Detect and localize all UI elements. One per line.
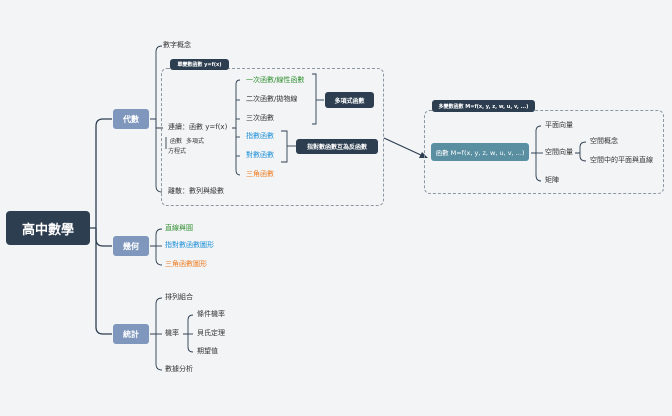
- subtopic-equation[interactable]: 方程式: [168, 148, 187, 155]
- topic-space-concept[interactable]: 空間概念: [590, 137, 618, 145]
- topic-lines-circles[interactable]: 直線與圓: [165, 224, 193, 232]
- topic-space-vector[interactable]: 空間向量: [545, 148, 573, 156]
- boundary-multivariable: [424, 110, 664, 194]
- boundary-title-multivariable[interactable]: 多變數函數 M=f(x, y, z, w, u, v, ...): [432, 100, 535, 112]
- topic-linear-function[interactable]: 一次函數/線性函數: [246, 76, 305, 84]
- root-topic[interactable]: 高中數學: [6, 211, 90, 245]
- topic-multivariable-function[interactable]: 函數 M=f(x, y, z, w, u, v, ...): [431, 143, 529, 161]
- topic-matrix[interactable]: 矩陣: [545, 176, 559, 184]
- topic-number-concept[interactable]: 數字概念: [163, 41, 191, 49]
- topic-data-analysis[interactable]: 數據分析: [165, 365, 193, 373]
- topic-space-planes-lines[interactable]: 空間中的平面與直線: [590, 156, 653, 164]
- summary-inverse-functions[interactable]: 指對數函數互為反函數: [296, 139, 378, 154]
- topic-exponential-function[interactable]: 指數函數: [246, 132, 274, 140]
- topic-quadratic-function[interactable]: 二次函數/拋物線: [246, 95, 298, 103]
- topic-continuous[interactable]: 連續：函數 y=f(x): [168, 123, 228, 131]
- subtopic-function[interactable]: 函數: [170, 138, 183, 145]
- summary-polynomial-functions[interactable]: 多項式函數: [325, 92, 374, 108]
- boundary-title-single-variable[interactable]: 單變數函數 y=f(x): [170, 59, 229, 70]
- branch-statistics[interactable]: 統計: [113, 324, 149, 344]
- topic-bayes-theorem[interactable]: 貝氏定理: [197, 329, 225, 337]
- topic-exp-log-graph[interactable]: 指對數函數圖形: [165, 241, 214, 249]
- branch-geometry[interactable]: 幾何: [113, 236, 149, 256]
- topic-permutation[interactable]: 排列組合: [165, 293, 193, 301]
- boundary-single-variable: [161, 68, 384, 206]
- topic-conditional-probability[interactable]: 條件機率: [197, 310, 225, 318]
- subtopic-polynomial[interactable]: 多項式: [186, 138, 205, 145]
- branch-algebra[interactable]: 代數: [113, 109, 149, 129]
- topic-trig-function[interactable]: 三角函數: [246, 170, 274, 178]
- topic-cubic-function[interactable]: 三次函數: [246, 114, 274, 122]
- topic-probability[interactable]: 機率: [165, 329, 179, 337]
- topic-trig-graph[interactable]: 三角函數圖形: [165, 260, 207, 268]
- topic-plane-vector[interactable]: 平面向量: [545, 121, 573, 129]
- topic-expectation[interactable]: 期望值: [197, 347, 218, 355]
- topic-discrete[interactable]: 離散：數列與級數: [168, 187, 224, 195]
- topic-logarithmic-function[interactable]: 對數函數: [246, 151, 274, 159]
